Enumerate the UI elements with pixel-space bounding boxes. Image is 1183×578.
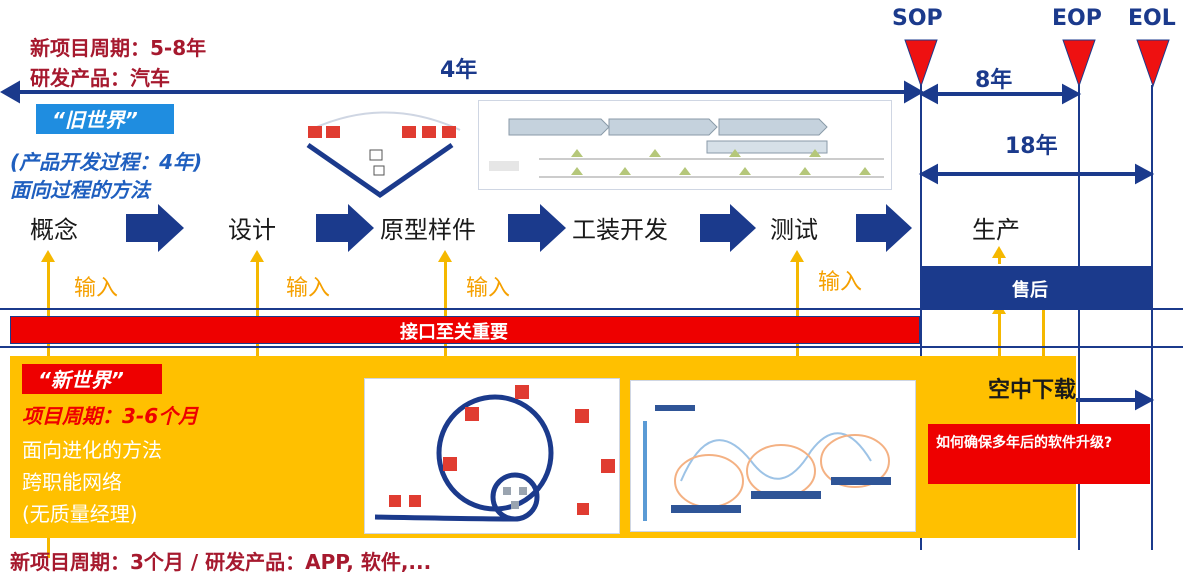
step-design: 设计 [228, 216, 276, 244]
cycle-diagram-thumbnail [630, 380, 916, 532]
eol-line [1151, 85, 1153, 550]
eol-triangle [1136, 39, 1170, 88]
question-box [928, 424, 1150, 484]
after-sales-box [920, 266, 1152, 308]
step-arrow-4 [700, 204, 756, 252]
sop-label: SOP [892, 6, 943, 31]
old-world-desc1: (产品开发过程：4年) [10, 150, 203, 174]
new-world-tag-text: “新世界” [38, 368, 124, 392]
new-world-line3: (无质量经理) [22, 502, 138, 526]
span-8y-label: 8年 [975, 68, 1013, 93]
after-sales-label: 售后 [1012, 280, 1048, 301]
phase-diagram-thumbnail [478, 100, 892, 190]
eop-triangle [1062, 39, 1096, 88]
interface-bar-label: 接口至关重要 [400, 322, 508, 343]
step-arrows [126, 204, 912, 252]
sop-line [920, 85, 922, 550]
ota-label: 空中下载 [988, 378, 1077, 403]
span-4y-label: 4年 [440, 58, 478, 83]
input-label-1: 输入 [74, 276, 119, 301]
old-cycle-text: 新项目周期：5-8年 [30, 36, 207, 60]
milestone-triangles [904, 39, 1170, 88]
old-world-desc2: 面向过程的方法 [10, 178, 150, 202]
step-arrow-1 [126, 204, 184, 252]
eop-label: EOP [1052, 6, 1102, 31]
step-production: 生产 [972, 216, 1020, 244]
separator-top [0, 308, 1183, 310]
step-arrow-2 [316, 204, 374, 252]
step-testing: 测试 [770, 216, 818, 244]
step-tooling: 工装开发 [572, 216, 668, 244]
new-world-tag [22, 364, 162, 394]
footer-text: 新项目周期：3个月 / 研发产品：APP, 软件,... [10, 550, 432, 574]
span-18y-label: 18年 [1005, 134, 1058, 159]
eol-label: EOL [1128, 6, 1176, 31]
old-world-tag-text: “旧世界” [52, 108, 138, 132]
step-concept: 概念 [30, 216, 78, 244]
old-world-tag [36, 104, 174, 134]
span-arrows [0, 80, 1155, 411]
new-world-line1: 面向进化的方法 [22, 438, 162, 462]
step-prototype: 原型样件 [380, 216, 476, 244]
input-label-2: 输入 [286, 276, 331, 301]
sop-triangle [904, 39, 938, 88]
ota-line-2 [1042, 300, 1045, 382]
input-line-2 [256, 258, 259, 362]
new-world-cycle: 项目周期：3-6个月 [22, 404, 199, 428]
v-model-thumbnail [306, 111, 461, 199]
question-text: 如何确保多年后的软件升级? [936, 435, 1113, 451]
eop-line [1078, 85, 1080, 550]
step-arrow-3 [508, 204, 566, 252]
input-line-4 [796, 258, 799, 362]
step-arrow-5 [856, 204, 912, 252]
interface-bar [10, 316, 920, 344]
input-label-4: 输入 [818, 270, 863, 295]
release-loop-thumbnail [364, 378, 620, 534]
old-product-text: 研发产品：汽车 [30, 66, 170, 90]
input-label-3: 输入 [466, 276, 511, 301]
input-line-3 [444, 258, 447, 362]
new-world-line2: 跨职能网络 [22, 470, 122, 494]
separator-bottom [0, 346, 1183, 348]
